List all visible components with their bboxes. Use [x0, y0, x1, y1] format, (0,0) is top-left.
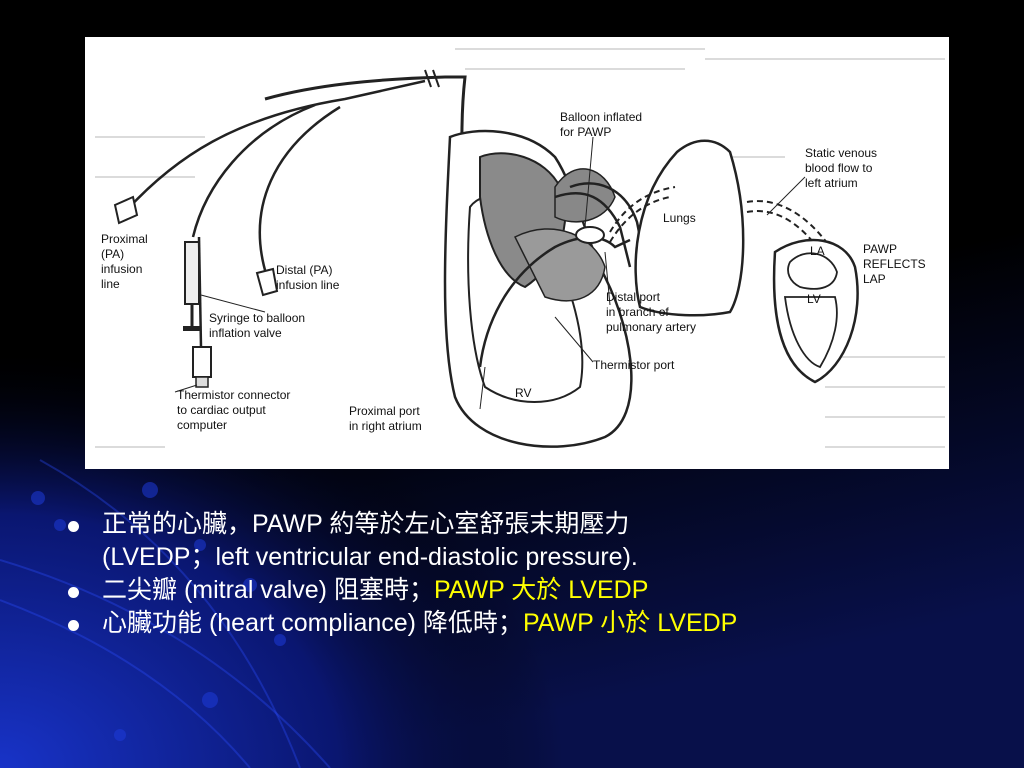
bullet-highlight: PAWP 大於 LVEDP [433, 576, 649, 604]
pulmonary-artery [569, 182, 647, 263]
bullet-list: 正常的心臟，PAWP 約等於左心室舒張末期壓力 (LVEDP；left vent… [64, 508, 1014, 640]
bullet-dot-icon [68, 587, 79, 598]
catheter-illustration: Balloon inflated for PAWP Static venous … [95, 48, 945, 448]
bullet-dot-icon [68, 620, 79, 631]
balloon-icon [575, 226, 605, 244]
bullet-text: 心臟功能 (heart compliance) 降低時； [102, 609, 523, 637]
bullet-text-continued: (LVEDP；left ventricular end-diastolic pr… [102, 543, 638, 571]
proximal-connector-icon [113, 195, 139, 225]
label-la: LA [810, 244, 825, 258]
bullet-text: 二尖瓣 (mitral valve) 阻塞時； [102, 576, 434, 604]
label-proximal-port: Proximal port in right atrium [349, 404, 423, 433]
bullet-item: 心臟功能 (heart compliance) 降低時；PAWP 小於 LVED… [64, 607, 1014, 640]
bullet-highlight: PAWP 小於 LVEDP [522, 609, 738, 637]
label-thermistor-port: Thermistor port [593, 358, 675, 372]
leader-lines [174, 136, 806, 410]
label-static-flow: Static venous blood flow to left atrium [805, 146, 880, 190]
label-distal-pa: Distal (PA) infusion line [276, 263, 340, 292]
pa-catheter-diagram: Balloon inflated for PAWP Static venous … [85, 37, 949, 469]
label-balloon: Balloon inflated for PAWP [560, 110, 645, 139]
label-pawp-reflects: PAWP REFLECTS LAP [863, 242, 929, 286]
lungs-illustration [634, 139, 745, 317]
label-proximal-pa: Proximal (PA) infusion line [101, 232, 151, 291]
bullet-text: 正常的心臟，PAWP 約等於左心室舒張末期壓力 [102, 510, 630, 538]
bullet-dot-icon [68, 521, 79, 532]
label-thermistor-connector: Thermistor connector to cardiac output c… [177, 388, 294, 432]
bullet-item: 二尖瓣 (mitral valve) 阻塞時；PAWP 大於 LVEDP [64, 574, 1014, 607]
label-distal-port: Distal port in branch of pulmonary arter… [606, 290, 696, 334]
catheter-marker [432, 69, 440, 88]
catheter-tip [478, 236, 631, 368]
catheter-tubes [124, 79, 426, 278]
bullet-item: 正常的心臟，PAWP 約等於左心室舒張末期壓力 (LVEDP；left vent… [64, 508, 1014, 574]
pulmonary-artery [554, 192, 632, 268]
label-rv: RV [515, 386, 531, 400]
label-syringe: Syringe to balloon inflation valve [209, 311, 308, 340]
syringe-icon [183, 241, 201, 331]
heart-illustration [443, 129, 633, 448]
distal-connector-icon [255, 267, 279, 297]
label-lv: LV [807, 292, 821, 306]
thermistor-connector-icon [192, 236, 212, 388]
scan-texture [95, 48, 945, 448]
left-heart-illustration [772, 238, 859, 384]
catheter-marker [424, 69, 432, 88]
label-lungs: Lungs [663, 211, 696, 225]
